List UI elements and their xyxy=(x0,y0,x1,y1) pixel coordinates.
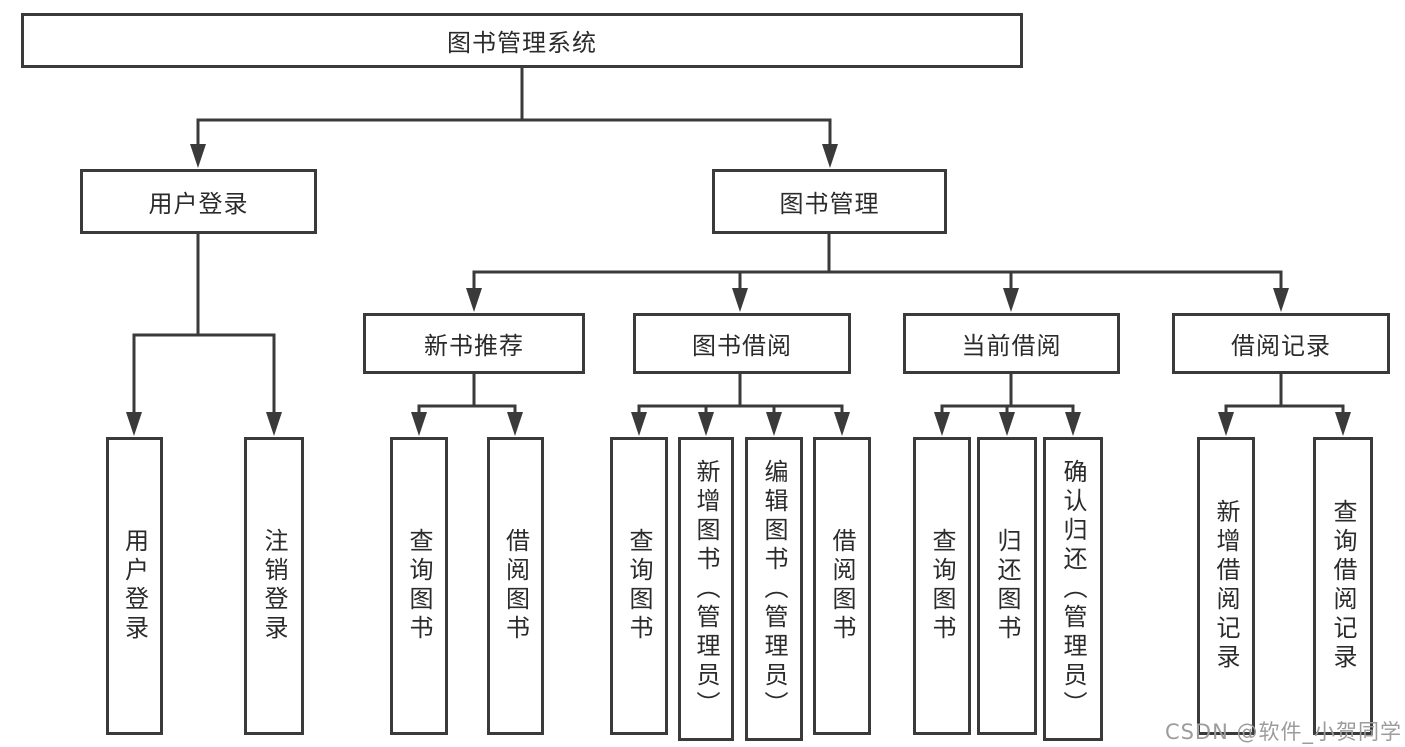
arrow-down-icon xyxy=(1065,412,1081,436)
node-new-book-recommend: 新书推荐 xyxy=(363,313,585,374)
arrow-down-icon xyxy=(999,412,1015,436)
arrow-down-icon xyxy=(1273,288,1289,312)
leaf-edit-books-admin: 编辑图书（管理员） xyxy=(745,437,803,741)
arrow-down-icon xyxy=(834,412,850,436)
leaf-user-login: 用户登录 xyxy=(106,437,163,735)
arrow-down-icon xyxy=(411,412,427,436)
leaf-add-borrow-record: 新增借阅记录 xyxy=(1197,437,1255,735)
node-current-borrowing: 当前借阅 xyxy=(903,313,1120,374)
arrow-down-icon xyxy=(266,412,282,436)
arrow-down-icon xyxy=(698,412,714,436)
arrow-down-icon xyxy=(1218,412,1234,436)
leaf-query-books: 查询图书 xyxy=(913,437,971,735)
arrow-down-icon xyxy=(1003,288,1019,312)
leaf-logout: 注销登录 xyxy=(244,437,304,735)
arrow-down-icon xyxy=(822,144,838,168)
arrow-down-icon xyxy=(126,412,142,436)
leaf-confirm-return-admin: 确认归还（管理员） xyxy=(1043,437,1103,741)
leaf-return-books: 归还图书 xyxy=(977,437,1037,735)
arrow-down-icon xyxy=(466,288,482,312)
node-borrowing-records: 借阅记录 xyxy=(1172,313,1390,374)
arrow-down-icon xyxy=(766,412,782,436)
arrow-down-icon xyxy=(934,412,950,436)
leaf-query-borrow-record: 查询借阅记录 xyxy=(1313,437,1373,735)
connector-records-to-leaves xyxy=(1224,372,1345,416)
connector-bookmgmt-to-level3 xyxy=(472,232,1283,292)
leaf-query-books: 查询图书 xyxy=(610,437,668,735)
leaf-query-books: 查询图书 xyxy=(390,437,448,735)
connector-bookborrow-to-leaves xyxy=(637,372,844,416)
leaf-borrow-books: 借阅图书 xyxy=(487,437,544,735)
connector-newbook-to-leaves xyxy=(417,372,517,416)
leaf-borrow-books: 借阅图书 xyxy=(813,437,871,735)
node-book-management: 图书管理 xyxy=(712,169,947,234)
connector-login-to-leaves xyxy=(132,232,276,416)
arrow-down-icon xyxy=(507,412,523,436)
arrow-down-icon xyxy=(631,412,647,436)
arrow-down-icon xyxy=(732,288,748,312)
connector-current-to-leaves xyxy=(940,372,1075,416)
arrow-down-icon xyxy=(190,144,206,168)
arrow-down-icon xyxy=(1335,412,1351,436)
leaf-add-books-admin: 新增图书（管理员） xyxy=(678,437,734,741)
node-root-library-system: 图书管理系统 xyxy=(21,13,1023,68)
node-user-login: 用户登录 xyxy=(80,169,317,234)
csdn-watermark: CSDN @软件_小贺同学 xyxy=(1164,720,1402,744)
connector-root-to-level2 xyxy=(196,66,832,148)
node-book-borrowing: 图书借阅 xyxy=(633,313,851,374)
